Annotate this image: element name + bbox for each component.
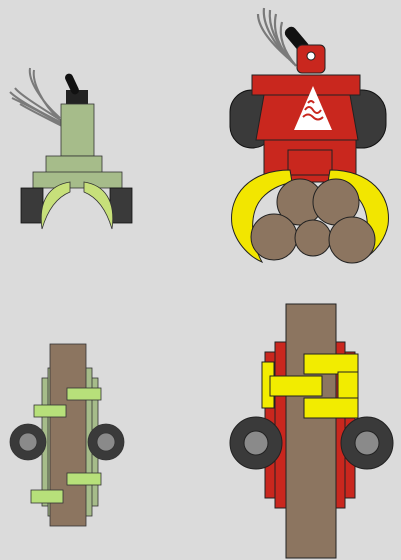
large-grapple <box>229 7 389 264</box>
pad-2-large <box>303 353 359 375</box>
jaw-left-small <box>40 181 71 230</box>
jaw-left-large <box>231 169 293 263</box>
housing-block-large <box>287 149 333 176</box>
log-bundle-large <box>250 178 376 264</box>
log-5 <box>328 216 376 264</box>
rim-left-topview-large <box>243 430 269 456</box>
log-3 <box>250 213 298 261</box>
tire-left-small <box>20 187 44 224</box>
pad-1-large <box>269 375 323 397</box>
hydraulic-hoses-small <box>9 67 67 129</box>
pad-4-large <box>337 371 359 399</box>
jaw-right-small <box>83 181 114 230</box>
grapple-column-small <box>60 103 95 157</box>
small-grapple <box>9 67 133 230</box>
pad-3-large <box>303 397 359 419</box>
grapple-base-small <box>32 171 123 189</box>
pad-3-small <box>66 472 102 486</box>
rim-left-topview-small <box>18 432 38 452</box>
triangle-logo-icon <box>294 86 332 130</box>
large-grapple-topview <box>229 303 394 559</box>
small-grapple-topview <box>9 343 125 527</box>
hydraulic-hoses-large <box>256 7 297 67</box>
rim-right-topview-small <box>96 432 116 452</box>
rim-right-topview-large <box>354 430 380 456</box>
pad-4-small <box>30 489 64 504</box>
pad-2-small <box>33 404 67 418</box>
log-4 <box>294 219 332 257</box>
pivot-mount-small <box>66 90 88 104</box>
pivot-arm-small <box>65 73 79 95</box>
pivot-pin-large <box>306 51 316 61</box>
tire-right-small <box>109 187 133 224</box>
housing-top-large <box>251 74 361 96</box>
log-topview-large <box>285 303 337 559</box>
pad-1-small <box>66 387 102 401</box>
